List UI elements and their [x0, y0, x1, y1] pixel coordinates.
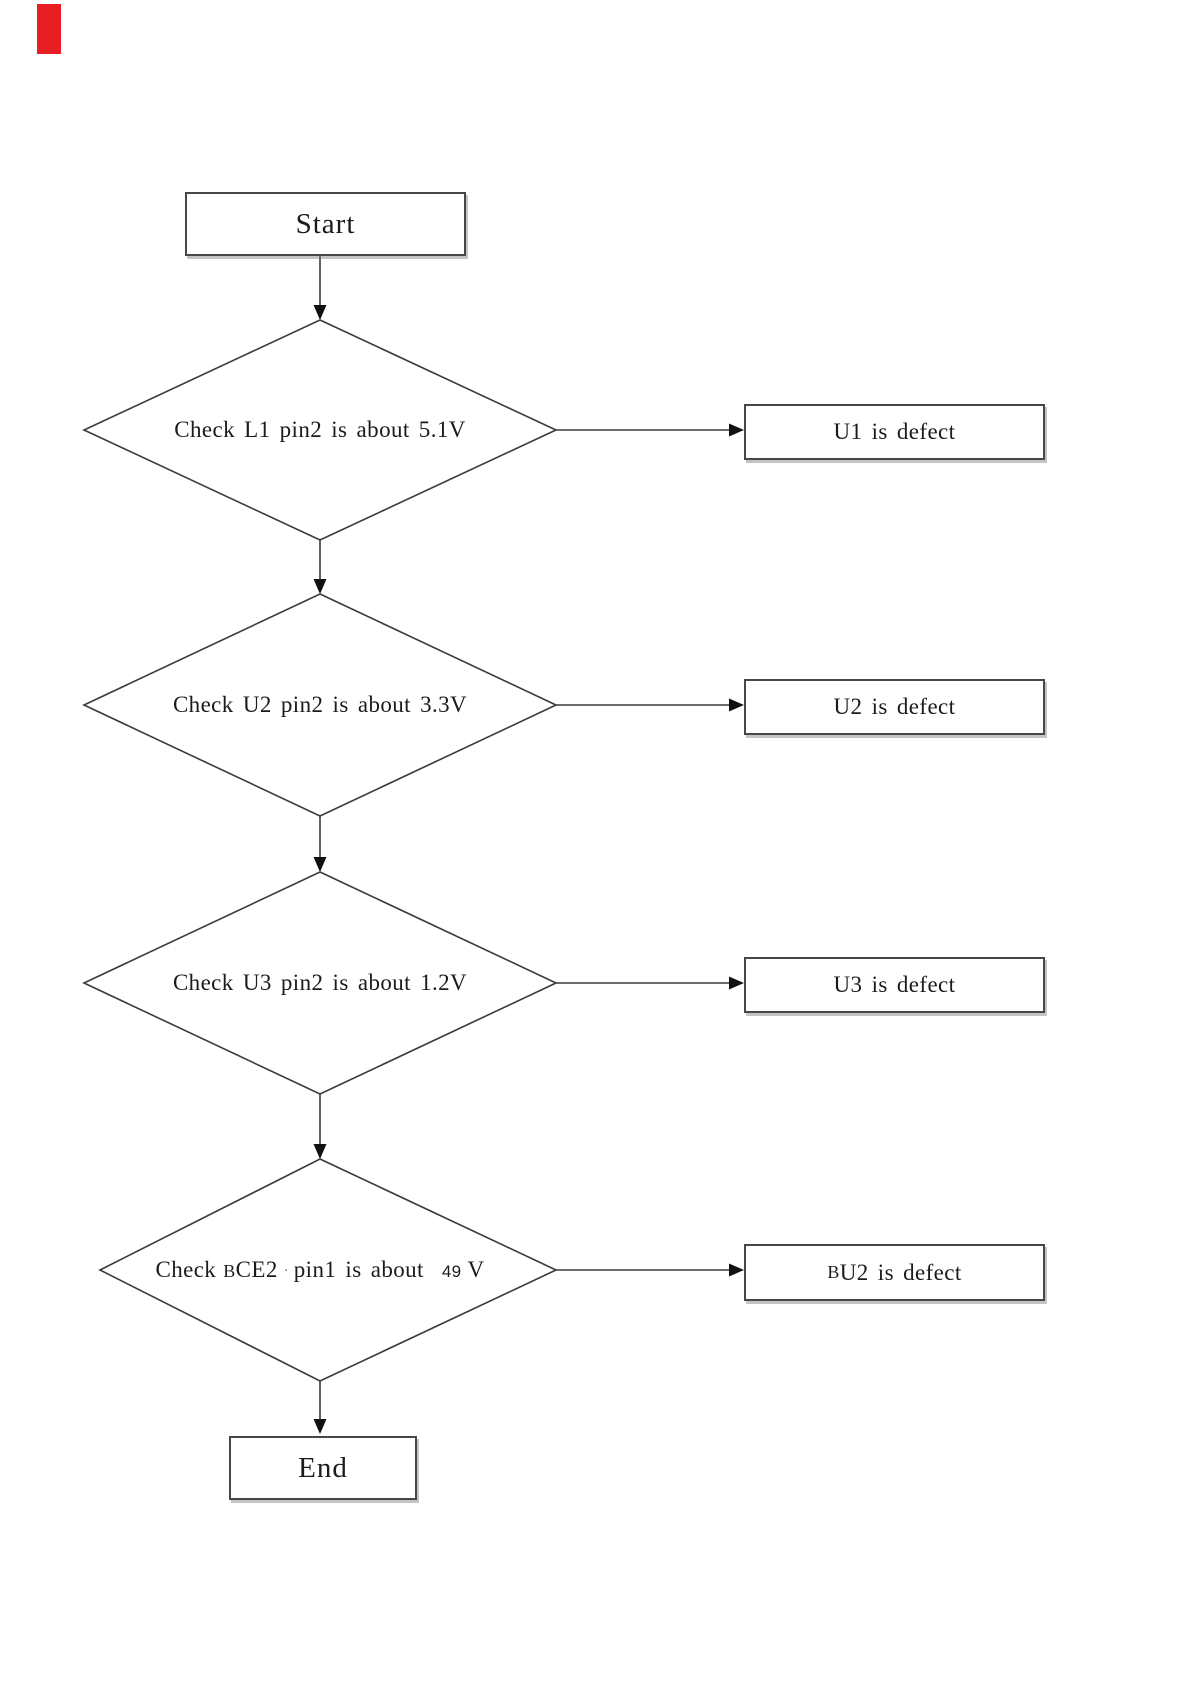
arrow-d2-to-d3-head [313, 857, 327, 872]
decision-label-2: Check U2 pin2 is about 3.3V [172, 692, 468, 717]
end-label: End [298, 1451, 348, 1484]
decision-4-text-unit: V [467, 1257, 485, 1282]
decision-4-text-chip: CE2 [235, 1257, 278, 1282]
arrow-d3-to-box3-head [729, 976, 744, 990]
start-node: Start [185, 192, 466, 256]
defect-label-4-b: B [827, 1262, 840, 1282]
defect-label-1: U1 is defect [833, 419, 956, 444]
arrow-start-to-d1-head [313, 305, 327, 320]
decision-label-1: Check L1 pin2 is about 5.1V [174, 417, 466, 442]
red-corner-mark [37, 4, 61, 54]
decision-4-text-dot: · [283, 1264, 289, 1279]
arrow-d3-to-d4-head [313, 1144, 327, 1159]
defect-box-3: U3 is defect [744, 957, 1045, 1013]
arrow-d1-to-box1-head [729, 423, 744, 437]
decision-4-text-value: 49 [441, 1262, 462, 1281]
defect-label-4-rest: U2 is defect [839, 1259, 962, 1285]
arrow-d4-to-box4-head [729, 1263, 744, 1277]
defect-box-2: U2 is defect [744, 679, 1045, 735]
arrow-d2-to-box2-head [729, 698, 744, 712]
defect-label-2: U2 is defect [833, 694, 956, 719]
defect-box-1: U1 is defect [744, 404, 1045, 460]
decision-4-text-b: B [223, 1261, 236, 1281]
defect-label-3: U3 is defect [833, 972, 956, 997]
arrow-d4-to-end-head [313, 1419, 327, 1434]
decision-4-text-lead: Check [155, 1257, 217, 1282]
decision-label-4: Check BCE2 · pin1 is about 49 V [85, 1255, 555, 1285]
arrow-d1-to-d2-head [313, 579, 327, 594]
decision-4-text-mid: pin1 is about [293, 1257, 424, 1282]
decision-label-3: Check U3 pin2 is about 1.2V [172, 970, 468, 995]
start-label: Start [295, 207, 356, 240]
end-node: End [229, 1436, 417, 1500]
